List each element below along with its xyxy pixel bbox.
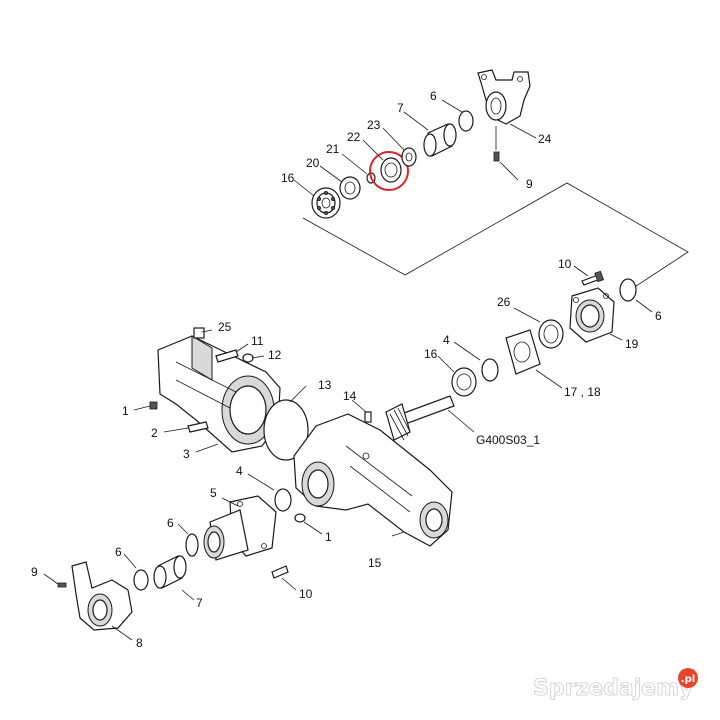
watermark-text: Sprzedajemy	[533, 676, 694, 701]
part-4-oring-right	[481, 358, 499, 382]
label-4-right: 4	[443, 333, 450, 347]
part-6-oring-lower-outer	[133, 569, 149, 591]
detail-callout-outline	[302, 182, 689, 291]
part-22-seal	[380, 157, 402, 183]
part-11-bolt	[215, 349, 239, 363]
label-26: 26	[497, 295, 511, 309]
watermark-badge	[678, 668, 698, 688]
label-17-18: 17 , 18	[564, 385, 601, 399]
part-10-bolt-lower	[271, 565, 289, 579]
part-9-grease-nipple-lower	[57, 582, 67, 588]
label-19: 19	[625, 337, 639, 351]
label-7-upper: 7	[397, 101, 404, 115]
label-23: 23	[367, 118, 381, 132]
part-24-spindle-arm	[477, 69, 531, 125]
part-15-center-housing	[293, 413, 453, 547]
label-1-lower: 1	[325, 530, 332, 544]
leader-lines	[43, 99, 653, 641]
part-5-flange-housing	[203, 495, 277, 561]
label-9-lower: 9	[31, 565, 38, 579]
part-19-flange-housing	[569, 287, 615, 343]
highlight-circle-part-22	[369, 151, 409, 191]
part-4-oring-lower	[274, 488, 292, 512]
part-6-oring-upper	[458, 110, 474, 132]
label-22: 22	[347, 130, 361, 144]
part-9-grease-nipple-upper	[493, 126, 500, 162]
label-16-lower: 16	[424, 347, 438, 361]
part-26-seal	[538, 319, 564, 349]
label-10-right: 10	[558, 257, 572, 271]
label-6-right: 6	[655, 309, 662, 323]
part-6-oring-lower-inner	[185, 533, 199, 557]
part-8-spindle-arm	[71, 561, 133, 631]
part-23-ring-nut	[401, 147, 417, 167]
part-14-plug	[364, 411, 372, 423]
label-6-lower-inner: 6	[167, 516, 174, 530]
label-9-upper: 9	[526, 177, 533, 191]
label-12: 12	[268, 348, 282, 362]
watermark: Sprzedajemy .pl	[533, 668, 698, 701]
label-2: 2	[151, 426, 158, 440]
part-labels: 16 20 21 22 23 7 6 24 9 10 6 19 26 17 , …	[31, 89, 662, 650]
watermark-suffix: .pl	[681, 674, 695, 685]
label-24: 24	[538, 132, 552, 146]
label-20: 20	[306, 156, 320, 170]
label-25: 25	[218, 320, 232, 334]
label-10-lower: 10	[299, 587, 313, 601]
label-6-lower-outer: 6	[115, 545, 122, 559]
part-10-bolt-right	[581, 270, 605, 286]
label-21: 21	[326, 142, 340, 156]
label-11: 11	[251, 334, 264, 348]
label-6-upper: 6	[430, 89, 437, 103]
label-3: 3	[183, 447, 190, 461]
pinion-shaft	[385, 395, 455, 441]
part-2-bolt	[187, 421, 209, 433]
part-6-oring-right	[619, 278, 637, 302]
part-12-nut	[242, 353, 254, 363]
label-14: 14	[343, 389, 357, 403]
part-25-plug	[193, 327, 205, 339]
part-1-bolt-left	[149, 401, 158, 410]
part-7-bushing-lower	[153, 555, 187, 589]
label-8: 8	[136, 636, 143, 650]
part-17-gasket	[505, 329, 541, 375]
label-1-left: 1	[122, 404, 129, 418]
label-4-lower: 4	[236, 464, 243, 478]
part-16-bearing-upper	[311, 187, 341, 219]
part-16-bearing-lower	[451, 367, 477, 397]
label-13: 13	[318, 378, 332, 392]
part-7-bushing-upper	[423, 123, 457, 157]
label-7-lower: 7	[196, 596, 203, 610]
part-1-bolt-lower	[294, 513, 306, 523]
part-13-oring-large	[263, 399, 309, 461]
label-16-upper: 16	[281, 171, 295, 185]
part-3-axle-housing-left	[157, 335, 281, 453]
label-15: 15	[368, 556, 382, 570]
drawing-code: G400S03_1	[476, 433, 540, 447]
part-20-nut	[339, 176, 361, 200]
label-5: 5	[210, 486, 217, 500]
